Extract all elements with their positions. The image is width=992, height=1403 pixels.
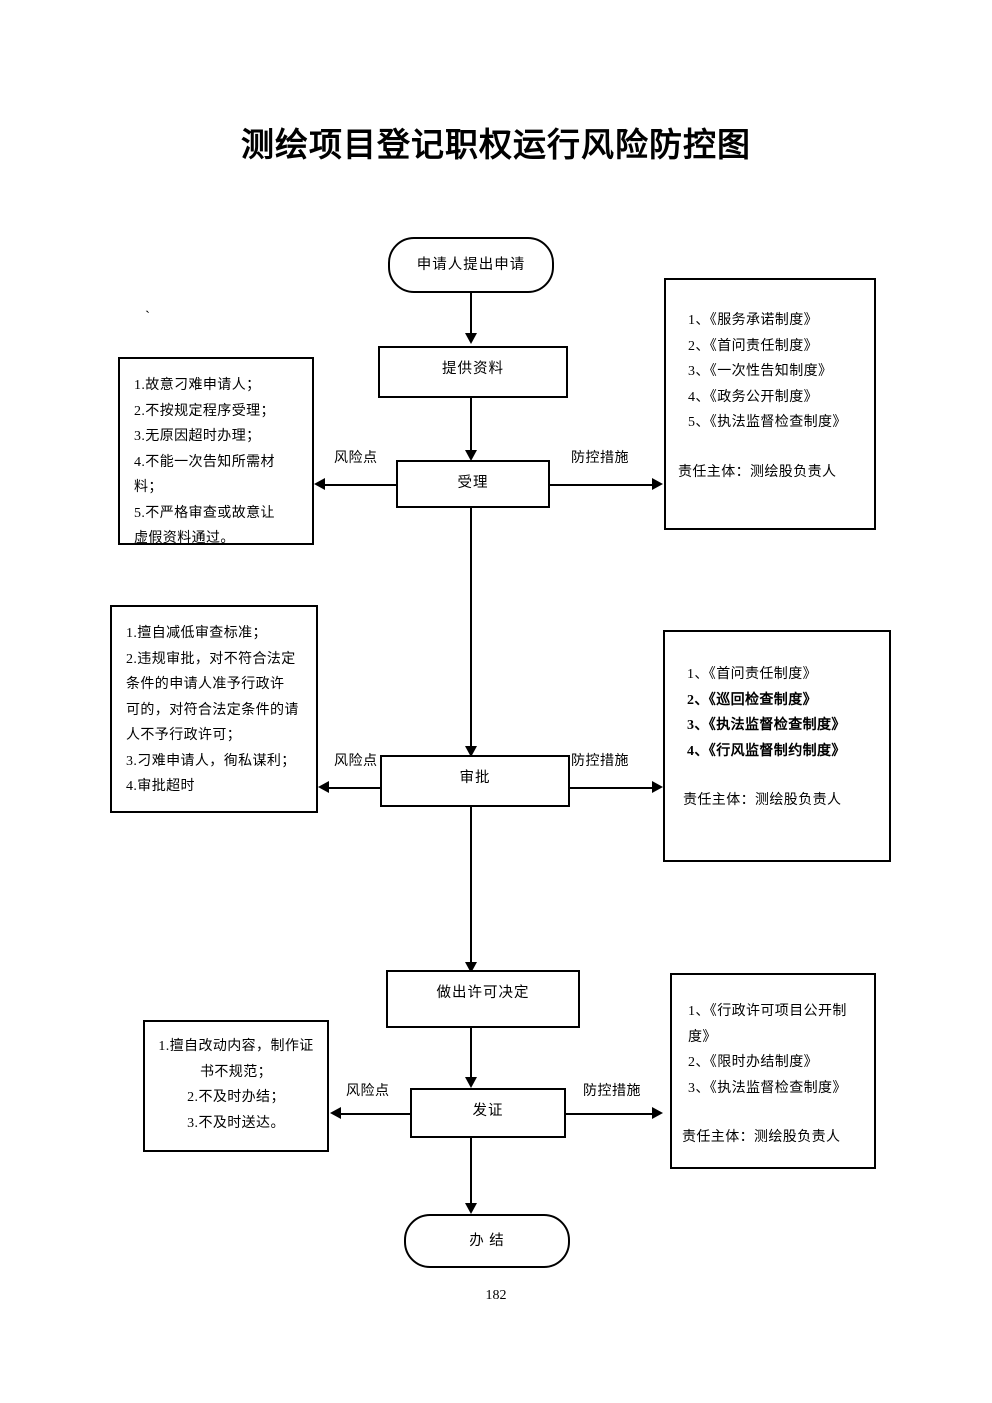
node-acceptance-label: 受理 bbox=[457, 475, 489, 491]
risk-line: 料； bbox=[134, 480, 163, 495]
stray-mark: ` bbox=[145, 309, 150, 325]
measures-owner: 责任主体：测绘股负责人 bbox=[678, 464, 837, 480]
label-risk-point-approval: 风险点 bbox=[334, 754, 378, 769]
label-control-measures-acceptance: 防控措施 bbox=[571, 451, 629, 466]
node-decision-label: 做出许可决定 bbox=[436, 985, 530, 1001]
risk-box-acceptance: 1.故意刁难申请人； 2.不按规定程序受理； 3.无原因超时办理； 4.不能一次… bbox=[118, 357, 314, 546]
measures-owner: 责任主体：测绘股负责人 bbox=[682, 1130, 841, 1145]
label-control-measures-approval: 防控措施 bbox=[571, 754, 629, 769]
connector-materials-acceptance bbox=[470, 398, 472, 452]
connector-acceptance-risk bbox=[325, 484, 396, 486]
risk-line: 人不予行政许可； bbox=[126, 728, 242, 743]
label-risk-point-acceptance: 风险点 bbox=[334, 451, 378, 466]
connector-acceptance-measures bbox=[550, 484, 653, 486]
arrow-materials-acceptance bbox=[465, 450, 477, 461]
risk-line: 3.刁难申请人，徇私谋利； bbox=[126, 753, 296, 769]
risk-line: 1.擅自改动内容，制作证 bbox=[158, 1039, 314, 1054]
node-start: 申请人提出申请 bbox=[388, 237, 554, 293]
measure-item: 1、《首问责任制度》 bbox=[687, 667, 817, 682]
arrow-start-materials bbox=[465, 333, 477, 344]
risk-line: 3.不及时送达。 bbox=[187, 1115, 285, 1131]
arrow-issue-end bbox=[465, 1203, 477, 1214]
risk-line: 4.不能一次告知所需材 bbox=[134, 454, 275, 470]
node-issue-certificate-label: 发证 bbox=[472, 1103, 504, 1119]
node-approval: 审批 bbox=[380, 755, 570, 807]
connector-decision-issue bbox=[470, 1028, 472, 1080]
risk-box-acceptance-text: 1.故意刁难申请人； 2.不按规定程序受理； 3.无原因超时办理； 4.不能一次… bbox=[120, 359, 312, 558]
measure-item: 4、《政务公开制度》 bbox=[688, 389, 818, 405]
measure-item: 2、《限时办结制度》 bbox=[688, 1055, 818, 1070]
measures-owner: 责任主体：测绘股负责人 bbox=[683, 793, 842, 808]
risk-line: 2.违规审批，对不符合法定 bbox=[126, 651, 296, 667]
measure-item: 4、《行风监督制约制度》 bbox=[687, 743, 846, 759]
measures-box-acceptance-text: 1、《服务承诺制度》 2、《首问责任制度》 3、《一次性告知制度》 4、《政务公… bbox=[666, 280, 874, 485]
arrow-approval-risk bbox=[318, 781, 329, 793]
risk-line: 条件的申请人准予行政许 bbox=[126, 677, 285, 692]
arrow-issue-risk bbox=[330, 1107, 341, 1119]
arrow-acceptance-risk bbox=[314, 478, 325, 490]
node-issue-certificate: 发证 bbox=[410, 1088, 566, 1138]
measure-item: 5、《执法监督检查制度》 bbox=[688, 415, 847, 430]
measures-box-acceptance: 1、《服务承诺制度》 2、《首问责任制度》 3、《一次性告知制度》 4、《政务公… bbox=[664, 278, 876, 530]
connector-approval-measures bbox=[570, 787, 653, 789]
node-end-label: 办 结 bbox=[469, 1233, 505, 1249]
measure-item: 3、《执法监督检查制度》 bbox=[688, 1080, 847, 1096]
node-provide-materials: 提供资料 bbox=[378, 346, 568, 398]
node-end: 办 结 bbox=[404, 1214, 570, 1268]
node-provide-materials-label: 提供资料 bbox=[442, 361, 504, 377]
risk-line: 1.故意刁难申请人； bbox=[134, 378, 261, 393]
node-acceptance: 受理 bbox=[396, 460, 550, 508]
arrow-acceptance-approval bbox=[465, 746, 477, 757]
risk-line: 2.不按规定程序受理； bbox=[134, 403, 275, 419]
risk-line: 可的，对符合法定条件的请 bbox=[126, 702, 299, 718]
measures-box-issue-text: 1、《行政许可项目公开制度》 2、《限时办结制度》 3、《执法监督检查制度》 责… bbox=[672, 975, 874, 1151]
risk-box-issue-text: 1.擅自改动内容，制作证 书不规范； 2.不及时办结； 3.不及时送达。 bbox=[145, 1022, 327, 1142]
label-control-measures-issue: 防控措施 bbox=[583, 1084, 641, 1099]
arrow-decision-issue bbox=[465, 1077, 477, 1088]
node-approval-label: 审批 bbox=[459, 770, 491, 786]
risk-line: 书不规范； bbox=[200, 1064, 272, 1080]
measure-item: 3、《一次性告知制度》 bbox=[688, 364, 833, 379]
measure-item: 2、《首问责任制度》 bbox=[688, 338, 818, 354]
risk-line: 2.不及时办结； bbox=[187, 1090, 285, 1105]
measure-item: 3、《执法监督检查制度》 bbox=[687, 718, 846, 733]
risk-line: 4.审批超时 bbox=[126, 779, 195, 794]
risk-box-approval-text: 1.擅自减低审查标准； 2.违规审批，对不符合法定 条件的申请人准予行政许 可的… bbox=[112, 607, 316, 806]
connector-issue-end bbox=[470, 1138, 472, 1206]
connector-issue-measures bbox=[566, 1113, 653, 1115]
arrow-acceptance-measures bbox=[652, 478, 663, 490]
connector-acceptance-approval bbox=[470, 508, 472, 748]
risk-line: 3.无原因超时办理； bbox=[134, 429, 261, 444]
risk-box-issue: 1.擅自改动内容，制作证 书不规范； 2.不及时办结； 3.不及时送达。 bbox=[143, 1020, 329, 1152]
risk-line: 1.擅自减低审查标准； bbox=[126, 626, 267, 641]
label-risk-point-issue: 风险点 bbox=[346, 1084, 390, 1099]
page-number: 182 bbox=[485, 1288, 507, 1303]
measures-box-approval-text: 1、《首问责任制度》 2、《巡回检查制度》 3、《执法监督检查制度》 4、《行风… bbox=[665, 632, 889, 814]
measure-item: 1、《服务承诺制度》 bbox=[688, 313, 818, 328]
connector-approval-risk bbox=[329, 787, 380, 789]
measures-box-issue: 1、《行政许可项目公开制度》 2、《限时办结制度》 3、《执法监督检查制度》 责… bbox=[670, 973, 876, 1169]
risk-line: 5.不严格审查或故意让 bbox=[134, 505, 275, 521]
measure-item: 2、《巡回检查制度》 bbox=[687, 692, 817, 708]
risk-box-approval: 1.擅自减低审查标准； 2.违规审批，对不符合法定 条件的申请人准予行政许 可的… bbox=[110, 605, 318, 813]
connector-approval-decision bbox=[470, 807, 472, 965]
arrow-approval-measures bbox=[652, 781, 663, 793]
node-start-label: 申请人提出申请 bbox=[416, 257, 526, 273]
arrow-issue-measures bbox=[652, 1107, 663, 1119]
risk-line: 虚假资料通过。 bbox=[134, 531, 235, 546]
measures-box-approval: 1、《首问责任制度》 2、《巡回检查制度》 3、《执法监督检查制度》 4、《行风… bbox=[663, 630, 891, 862]
connector-start-materials bbox=[470, 293, 472, 335]
arrow-approval-decision bbox=[465, 962, 477, 973]
page-title: 测绘项目登记职权运行风险防控图 bbox=[241, 128, 751, 164]
connector-issue-risk bbox=[341, 1113, 410, 1115]
node-decision: 做出许可决定 bbox=[386, 970, 580, 1028]
measure-item: 1、《行政许可项目公开制度》 bbox=[688, 1004, 847, 1045]
